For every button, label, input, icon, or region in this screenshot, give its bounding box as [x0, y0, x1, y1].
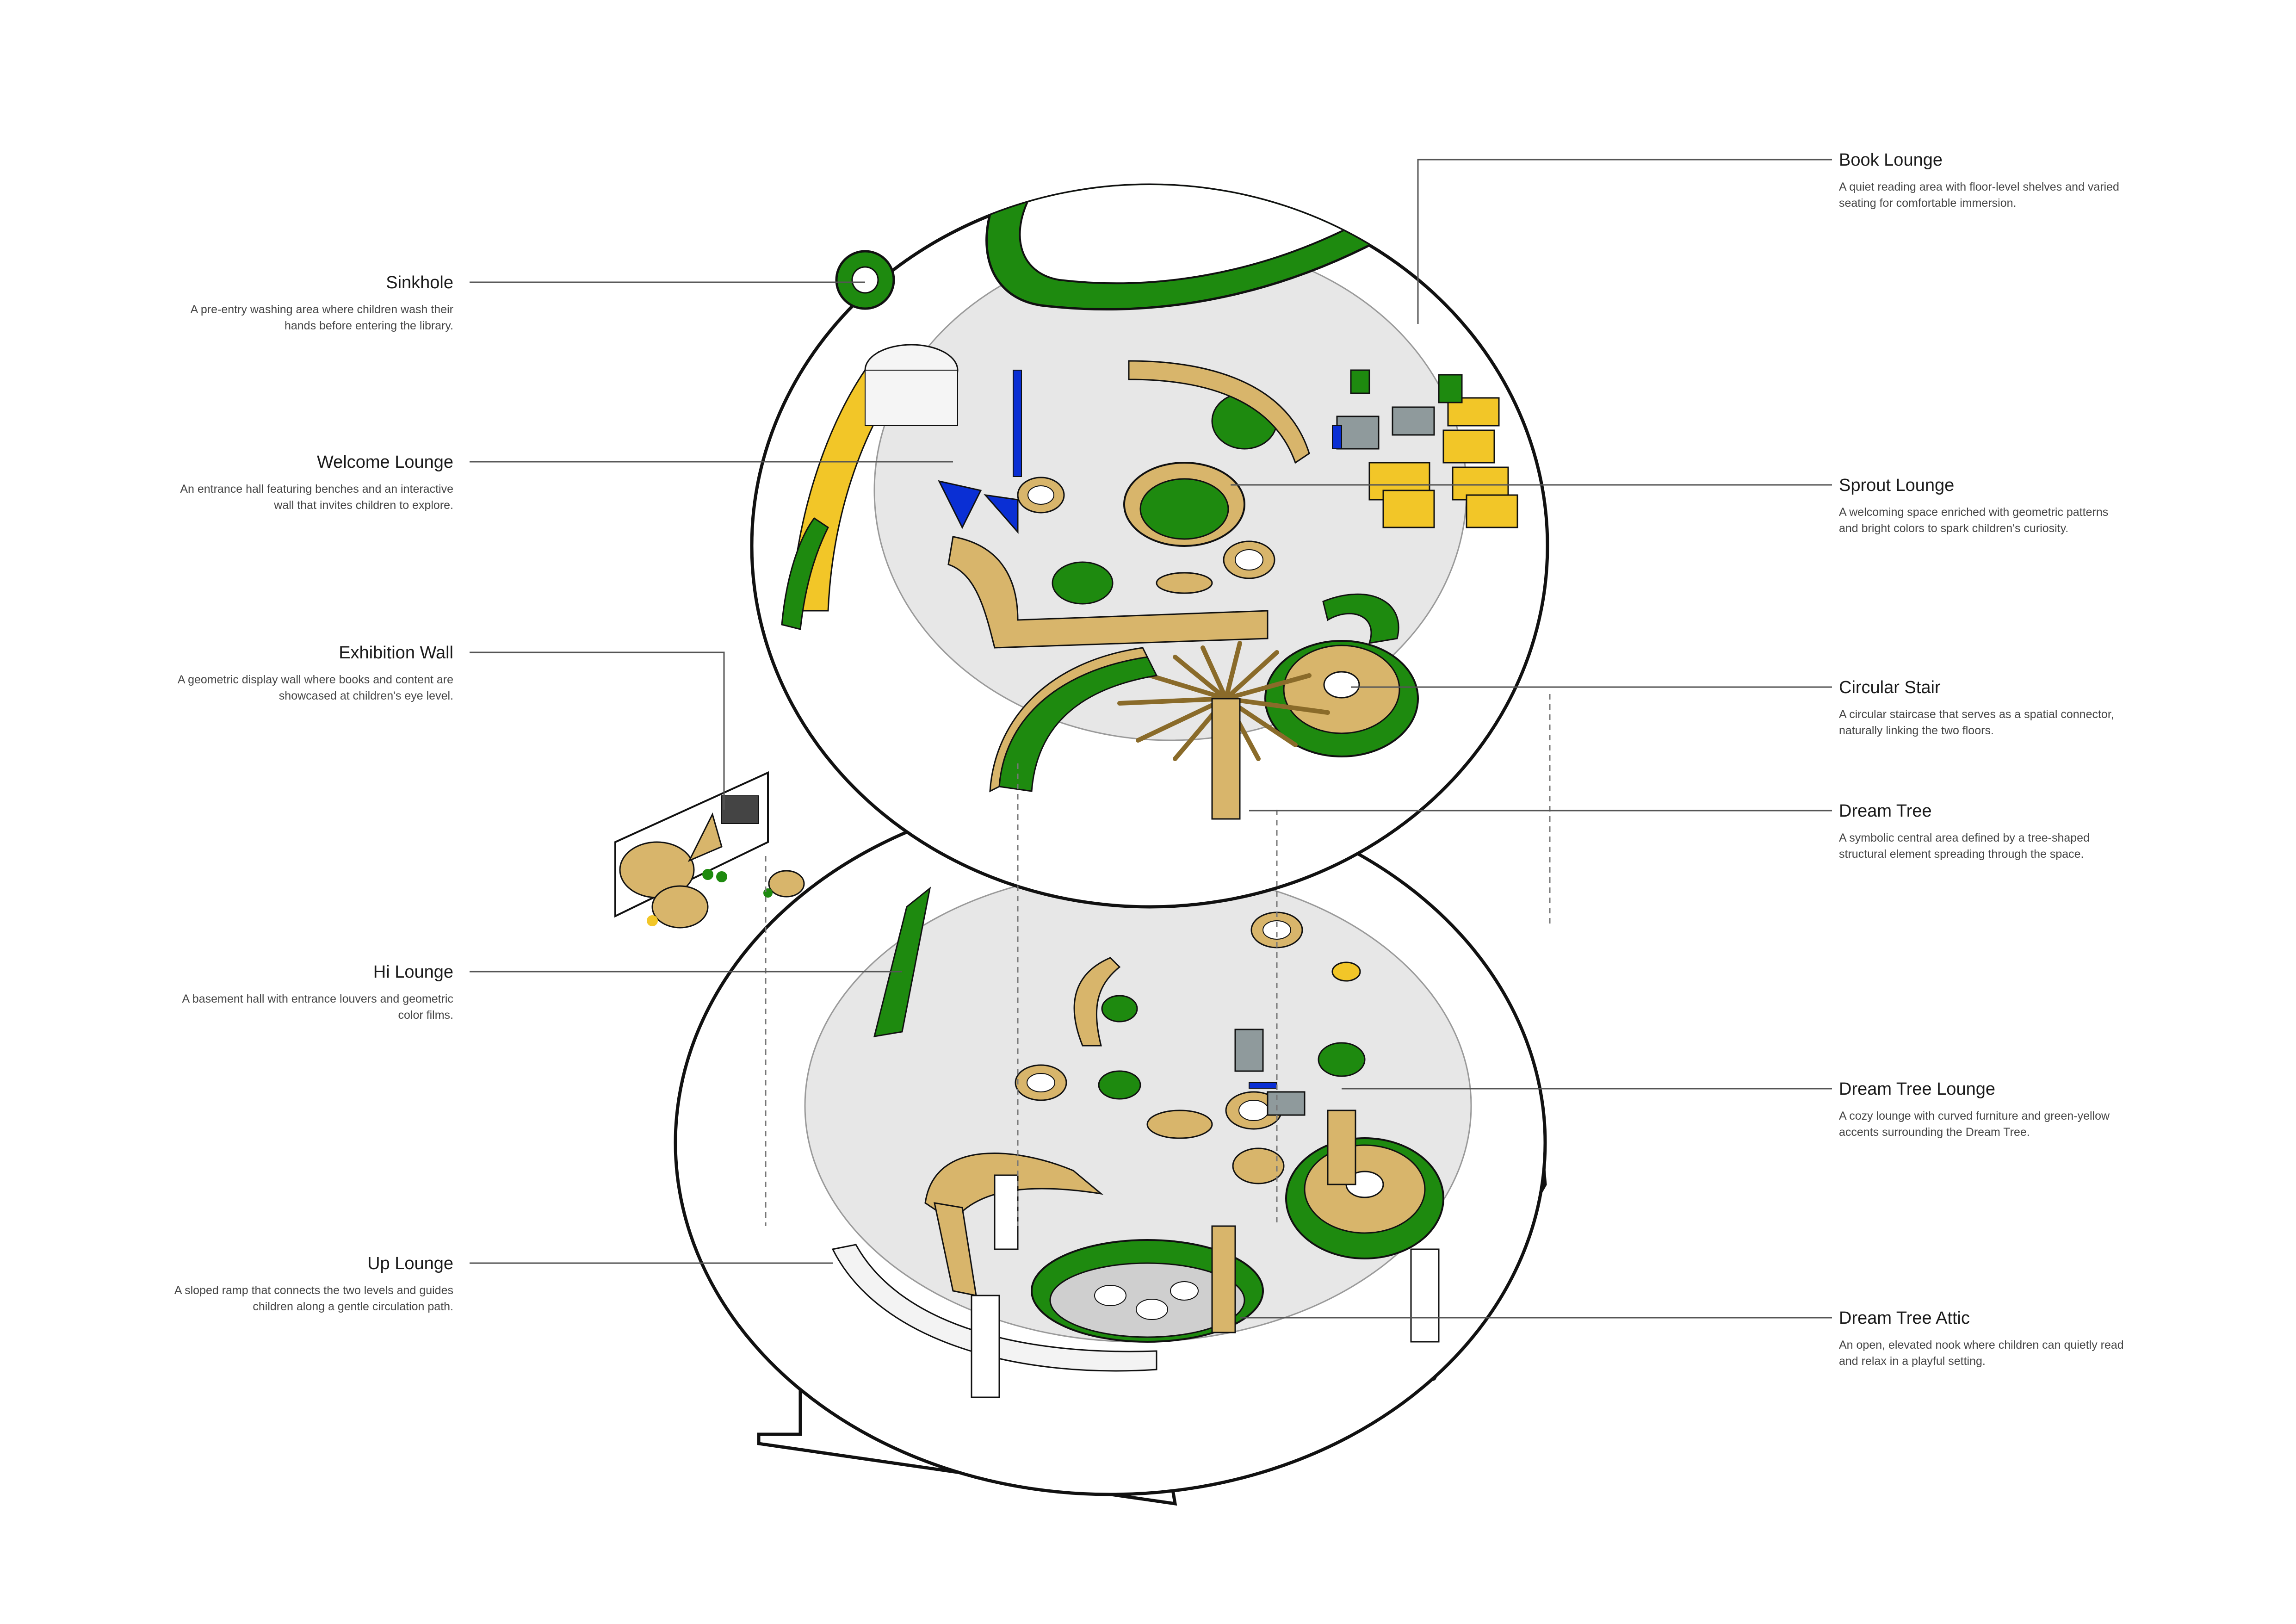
annotation-title: Dream Tree Lounge	[1839, 1079, 1995, 1099]
annotation-description: A welcoming space enriched with geometri…	[1839, 506, 2109, 535]
annotation-exhibition-wall: Exhibition Wall A geometric display wall…	[167, 642, 453, 704]
annotation-description: A pre-entry washing area where children …	[190, 303, 453, 332]
annotation-description: A symbolic central area defined by a tre…	[1839, 831, 2090, 861]
lower-floor	[674, 789, 1547, 1506]
gray-sofa	[1234, 1029, 1264, 1072]
dream-tree-attic	[1031, 1239, 1264, 1343]
annotation-description: A cozy lounge with curved furniture and …	[1839, 1110, 2110, 1139]
annotation-description: A basement hall with entrance louvers an…	[182, 992, 453, 1022]
annotation-title: Sinkhole	[386, 273, 453, 292]
green-pod	[1318, 1042, 1366, 1077]
annotation-welcome-lounge: Welcome Lounge An entrance hall featurin…	[167, 452, 453, 514]
annotation-description: A sloped ramp that connects the two leve…	[174, 1284, 453, 1313]
upper-floor	[750, 183, 1549, 909]
dream-tree-trunk	[1211, 698, 1241, 820]
annotation-title: Welcome Lounge	[316, 452, 453, 472]
round-table	[1232, 1147, 1285, 1184]
annotation-description: A circular staircase that serves as a sp…	[1839, 708, 2114, 737]
annotation-book-lounge: Book Lounge A quiet reading area with fl…	[1839, 149, 2126, 211]
annotation-title: Hi Lounge	[373, 962, 453, 982]
exhibition-wall-element	[614, 771, 805, 929]
annotation-description: An open, elevated nook where children ca…	[1839, 1339, 2124, 1368]
interactive-wall-blue	[938, 480, 982, 529]
annotation-title: Sprout Lounge	[1839, 476, 1955, 495]
hi-lounge-louvers	[873, 886, 931, 1037]
alignment-guides	[765, 694, 1551, 1226]
annotation-dream-tree-attic: Dream Tree Attic An open, elevated nook …	[1839, 1308, 2126, 1370]
annotation-sprout-lounge: Sprout Lounge A welcoming space enriched…	[1839, 475, 2126, 537]
gray-sofa	[1267, 1091, 1306, 1116]
lower-circular-stair	[1285, 1110, 1444, 1259]
sprout-curved-bench	[1128, 360, 1310, 464]
column	[971, 1295, 1000, 1398]
column	[994, 1174, 1019, 1250]
gray-sofa	[1336, 415, 1380, 450]
annotation-title: Exhibition Wall	[339, 643, 453, 663]
annotation-sinkhole: Sinkhole A pre-entry washing area where …	[167, 272, 453, 334]
annotation-description: An entrance hall featuring benches and a…	[180, 483, 453, 512]
annotation-hi-lounge: Hi Lounge A basement hall with entrance …	[167, 961, 453, 1023]
green-pod	[1052, 561, 1114, 605]
annotation-circular-stair: Circular Stair A circular staircase that…	[1839, 677, 2126, 739]
annotation-title: Book Lounge	[1839, 150, 1943, 170]
book-lounge-shelves	[1368, 397, 1518, 528]
annotation-title: Dream Tree Attic	[1839, 1308, 1970, 1328]
round-table	[1146, 1110, 1213, 1139]
column	[1410, 1248, 1440, 1343]
annotation-dream-tree: Dream Tree A symbolic central area defin…	[1839, 800, 2126, 862]
annotation-title: Up Lounge	[367, 1254, 453, 1273]
annotation-up-lounge: Up Lounge A sloped ramp that connects th…	[167, 1253, 453, 1315]
annotation-dream-tree-lounge: Dream Tree Lounge A cozy lounge with cur…	[1839, 1079, 2126, 1141]
annotation-description: A quiet reading area with floor-level sh…	[1839, 180, 2119, 210]
annotation-description: A geometric display wall where books and…	[177, 673, 453, 702]
dream-tree-branches	[1117, 641, 1330, 761]
annotation-title: Dream Tree	[1839, 801, 1932, 821]
annotation-title: Circular Stair	[1839, 678, 1941, 697]
leader-lines	[470, 159, 1832, 1319]
